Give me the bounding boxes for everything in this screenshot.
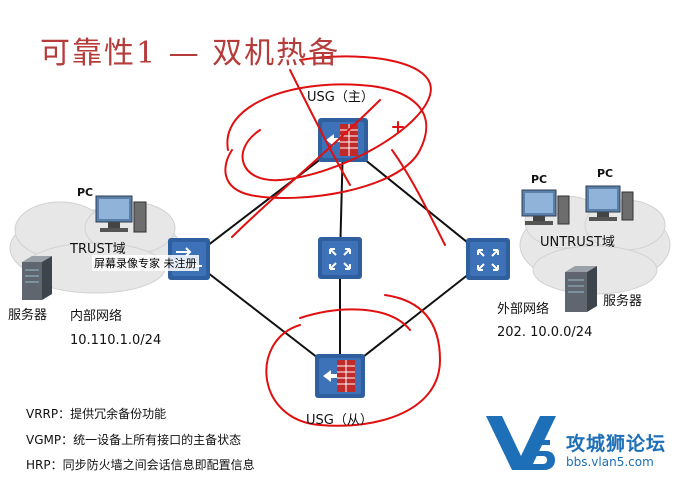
- left-network-ip: 10.110.1.0/24: [70, 333, 162, 348]
- recorder-watermark: 屏幕录像专家 未注册: [92, 255, 199, 271]
- right-zone-name: UNTRUST域: [540, 235, 615, 250]
- annotation-cross-left: [231, 99, 381, 238]
- right-pc-label-2: PC: [597, 167, 614, 180]
- right-pc-icon-2[interactable]: [585, 185, 634, 221]
- left-server-label: 服务器: [8, 308, 48, 323]
- left-network-name: 内部网络: [70, 309, 123, 324]
- center-switch-icon[interactable]: [318, 237, 362, 279]
- left-zone-name: TRUST域: [70, 242, 126, 257]
- usg-backup-firewall-icon[interactable]: [315, 354, 365, 398]
- right-server-label: 服务器: [603, 294, 643, 309]
- usg-backup-label: USG（从）: [306, 413, 373, 428]
- left-pc-icon[interactable]: [95, 195, 147, 233]
- logo-name: 攻城狮论坛: [566, 433, 667, 455]
- annotation-plus: [392, 121, 404, 133]
- annotation-circle-backup: [265, 294, 442, 427]
- right-cloud: [519, 195, 671, 295]
- left-server-icon[interactable]: [22, 256, 52, 300]
- page-title: 可靠性1 — 双机热备: [40, 36, 341, 71]
- annotation-arc-backup: [299, 308, 411, 331]
- right-network-name: 外部网络: [497, 302, 550, 317]
- annotation-slash-main: [289, 69, 351, 186]
- left-pc-label: PC: [77, 186, 94, 199]
- link-left-backup: [189, 258, 341, 376]
- right-server-icon[interactable]: [565, 266, 597, 312]
- red-annotation-scribbles: [224, 55, 446, 427]
- right-pc-icon-1[interactable]: [521, 189, 570, 225]
- logo-url: bbs.vlan5.com: [566, 455, 654, 469]
- link-main-right: [342, 141, 489, 260]
- right-pc-label-1: PC: [531, 173, 548, 186]
- note-hrp: HRP：同步防火墙之间会话信息即配置信息: [26, 458, 255, 472]
- note-vgmp: VGMP：统一设备上所有接口的主备状态: [26, 433, 242, 447]
- right-network-ip: 202. 10.0.0/24: [497, 325, 593, 340]
- link-main-left: [189, 141, 344, 260]
- right-switch-icon[interactable]: [466, 238, 510, 280]
- note-vrrp: VRRP：提供冗余备份功能: [26, 407, 167, 421]
- annotation-curl-right: [391, 149, 446, 246]
- annotation-circle-main: [224, 83, 428, 199]
- usg-main-label: USG（主）: [307, 90, 374, 105]
- annotation-circle-main-2: [241, 55, 432, 182]
